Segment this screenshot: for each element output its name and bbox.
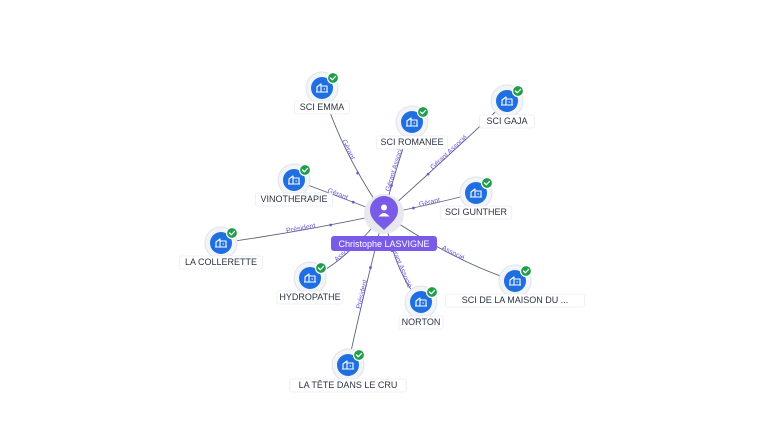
company-name: SCI GAJA <box>486 116 527 126</box>
node-label-bg <box>439 205 513 220</box>
edge-arrow <box>369 266 372 269</box>
edge-arrow <box>412 206 415 210</box>
edge-arrow <box>426 172 430 176</box>
company-name: LA COLLERETTE <box>185 257 257 267</box>
building-icon <box>509 276 521 286</box>
company-node-sci-gaja[interactable]: SCI GAJA <box>479 84 535 129</box>
edge-arrow <box>329 223 332 227</box>
node-core <box>410 291 432 313</box>
node-core <box>496 90 518 112</box>
verified-check-icon <box>326 71 340 85</box>
edge-role-label: Gérant <box>340 139 356 161</box>
company-name: NORTON <box>402 317 441 327</box>
verified-check-icon <box>519 264 533 278</box>
company-node-sci-de-la-maison-du[interactable]: SCI DE LA MAISON DU ... <box>445 264 585 308</box>
edge-role-label: Président <box>356 279 370 309</box>
node-label-bg <box>398 315 444 330</box>
building-icon <box>470 188 482 198</box>
verified-check-icon <box>352 348 366 362</box>
company-node-sci-emma[interactable]: SCI EMMA <box>294 71 350 115</box>
verified-check-icon <box>314 261 328 275</box>
node-label-bg <box>445 293 585 308</box>
company-node-la-collerette[interactable]: LA COLLERETTE <box>179 226 263 270</box>
building-icon <box>342 360 354 370</box>
verified-check-icon <box>511 84 525 98</box>
building-icon <box>215 238 227 248</box>
company-node-sci-gunther[interactable]: SCI GUNTHER <box>439 176 513 220</box>
company-name: SCI DE LA MAISON DU ... <box>462 295 569 305</box>
company-name: LA TÊTE DANS LE CRU <box>299 380 398 390</box>
verified-check-icon <box>425 285 439 299</box>
building-icon <box>288 175 300 185</box>
node-core <box>465 182 487 204</box>
edge-sci-gaja <box>383 100 508 215</box>
node-label-bg <box>179 255 263 270</box>
company-name: SCI ROMANEE <box>380 137 443 147</box>
company-node-sci-romanee[interactable]: SCI ROMANEE <box>375 105 449 150</box>
building-icon <box>406 117 418 127</box>
company-name: SCI GUNTHER <box>445 207 508 217</box>
node-label-bg <box>289 378 407 393</box>
edge-arrow <box>351 200 355 204</box>
building-icon <box>304 273 316 283</box>
node-label-bg <box>479 114 535 129</box>
nodes-layer: SCI EMMA SCI ROMANEE SCI GAJA VINOTHERAPIE S… <box>179 71 585 393</box>
verified-check-icon <box>480 176 494 190</box>
node-label-bg <box>294 100 350 115</box>
edge-role-label: Associé <box>440 245 465 262</box>
node-core <box>210 232 232 254</box>
edge-arrow <box>356 171 360 175</box>
building-icon <box>415 297 427 307</box>
company-node-la-t-te-dans-le-cru[interactable]: LA TÊTE DANS LE CRU <box>289 348 407 393</box>
person-icon <box>378 204 390 217</box>
node-core <box>337 354 359 376</box>
edge-role-label: Gérant Associé <box>385 145 406 193</box>
company-name: HYDROPATHE <box>279 292 340 302</box>
edge-role-label: Président <box>286 223 316 235</box>
node-label-bg <box>375 135 449 150</box>
building-icon <box>501 96 513 106</box>
company-node-vinotherapie[interactable]: VINOTHERAPIE <box>255 163 333 207</box>
edge-role-label: Gérant <box>418 197 440 209</box>
center-node[interactable]: Christophe LASVIGNE <box>331 194 437 251</box>
center-name-pill <box>331 236 437 251</box>
company-name: VINOTHERAPIE <box>260 194 327 204</box>
company-name: SCI EMMA <box>300 102 345 112</box>
node-core <box>401 111 423 133</box>
node-core <box>283 169 305 191</box>
building-icon <box>316 83 328 93</box>
node-core <box>504 270 526 292</box>
node-core <box>311 77 333 99</box>
node-label-bg <box>255 192 333 207</box>
verified-check-icon <box>416 105 430 119</box>
node-label-bg <box>276 290 344 305</box>
center-name: Christophe LASVIGNE <box>338 239 429 249</box>
verified-check-icon <box>225 226 239 240</box>
verified-check-icon <box>298 163 312 177</box>
company-node-hydropathe[interactable]: HYDROPATHE <box>276 261 344 305</box>
edge-arrow <box>390 184 393 187</box>
node-core <box>299 267 321 289</box>
company-node-norton[interactable]: NORTON <box>398 285 444 330</box>
